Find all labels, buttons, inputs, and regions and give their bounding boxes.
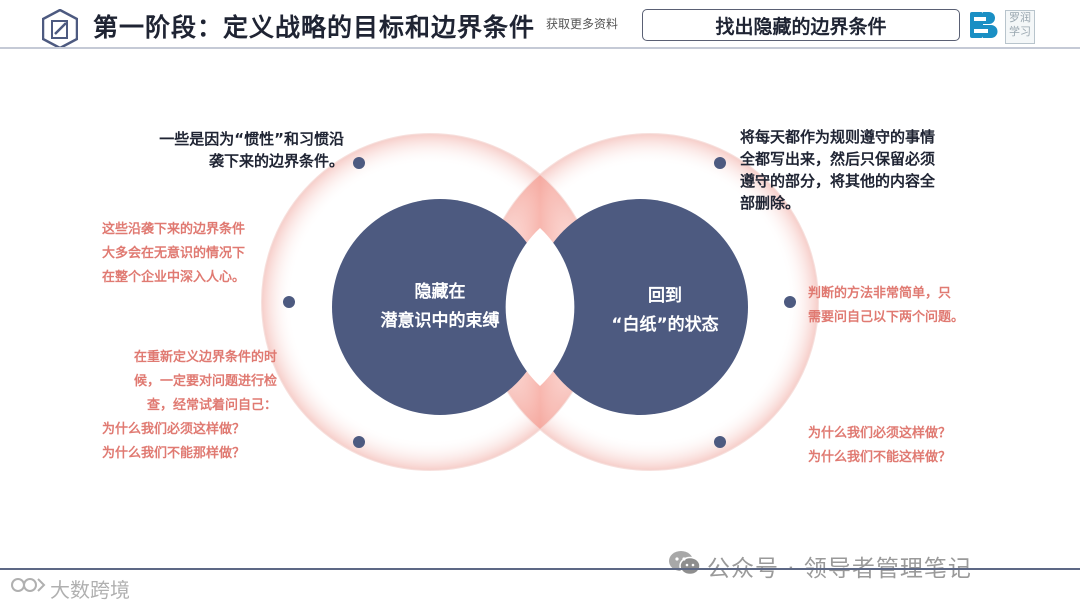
left-circle-line2: 潜意识中的束缚 <box>380 311 500 331</box>
right-middle-line: 需要问自己以下两个问题。 <box>808 310 965 325</box>
left-bottom-line: 查，经常试着问自己： <box>146 398 277 413</box>
center-white-lens <box>505 228 575 386</box>
left-middle-text: 这些沿袭下来的边界条件 大多会在无意识的情况下 在整个企业中深入人心。 <box>102 218 292 290</box>
left-circle-line1: 隐藏在 <box>414 282 466 302</box>
brand-logo-icon <box>970 12 998 38</box>
dot-middle-right <box>784 296 796 308</box>
dot-top-right <box>714 157 726 169</box>
right-circle-label: 回到 “白纸”的状态 <box>575 282 755 340</box>
brand-mark-icon <box>11 578 46 592</box>
right-circle-line1: 回到 <box>648 286 682 306</box>
right-navy-circle <box>532 199 748 415</box>
footer-divider <box>0 568 1080 570</box>
right-circle-line2: “白纸”的状态 <box>611 315 719 335</box>
dot-bottom-right <box>714 436 726 448</box>
dot-top-left <box>353 157 365 169</box>
left-top-line: 一些是因为“惯性”和习惯沿 <box>159 130 344 148</box>
brand-watermark: 大数跨境 <box>50 578 130 602</box>
left-top-text: 一些是因为“惯性”和习惯沿 袭下来的边界条件。 <box>104 128 344 172</box>
right-top-line: 全都写出来，然后只保留必须 <box>740 150 936 168</box>
brand-logo-text: 罗润学习 <box>1005 10 1035 44</box>
dot-bottom-left <box>353 436 365 448</box>
left-bottom-line: 为什么我们必须这样做？ <box>102 422 246 437</box>
left-navy-circle <box>332 199 548 415</box>
left-middle-line: 这些沿袭下来的边界条件 <box>102 222 246 237</box>
left-bottom-line: 在重新定义边界条件的时 <box>133 350 277 365</box>
right-top-line: 将每天都作为规则遵守的事情 <box>740 128 936 146</box>
section-subtitle-label: 找出隐藏的边界条件 <box>715 15 887 38</box>
wechat-icon <box>669 551 701 576</box>
left-middle-line: 在整个企业中深入人心。 <box>102 270 246 285</box>
page-title: 第一阶段：定义战略的目标和边界条件 <box>93 13 536 42</box>
right-top-text: 将每天都作为规则遵守的事情 全都写出来，然后只保留必须 遵守的部分，将其他的内容… <box>740 126 990 214</box>
right-bottom-line: 为什么我们必须这样做？ <box>808 426 952 441</box>
header-divider <box>0 47 1080 49</box>
left-bottom-line: 为什么我们不能那样做？ <box>102 446 246 461</box>
right-bottom-line: 为什么我们不能这样做？ <box>808 450 952 465</box>
left-top-line: 袭下来的边界条件。 <box>208 152 344 170</box>
title-overlay-text: 获取更多资料 <box>546 17 619 31</box>
left-bottom-line: 候，一定要对问题进行检 <box>133 374 277 389</box>
section-subtitle: 找出隐藏的边界条件 <box>642 9 960 41</box>
wechat-watermark: 公众号 · 领导者管理笔记 <box>707 556 972 582</box>
right-middle-text: 判断的方法非常简单，只 需要问自己以下两个问题。 <box>808 282 998 330</box>
left-middle-line: 大多会在无意识的情况下 <box>102 246 246 261</box>
dot-middle-left <box>283 296 295 308</box>
right-middle-line: 判断的方法非常简单，只 <box>808 286 952 301</box>
left-circle-label: 隐藏在 潜意识中的束缚 <box>350 278 530 336</box>
right-top-line: 部删除。 <box>740 194 801 212</box>
left-bottom-text: 在重新定义边界条件的时 候，一定要对问题进行检 查，经常试着问自己： 为什么我们… <box>102 346 277 466</box>
right-bottom-text: 为什么我们必须这样做？ 为什么我们不能这样做？ <box>808 422 998 470</box>
right-top-line: 遵守的部分，将其他的内容全 <box>740 172 936 190</box>
